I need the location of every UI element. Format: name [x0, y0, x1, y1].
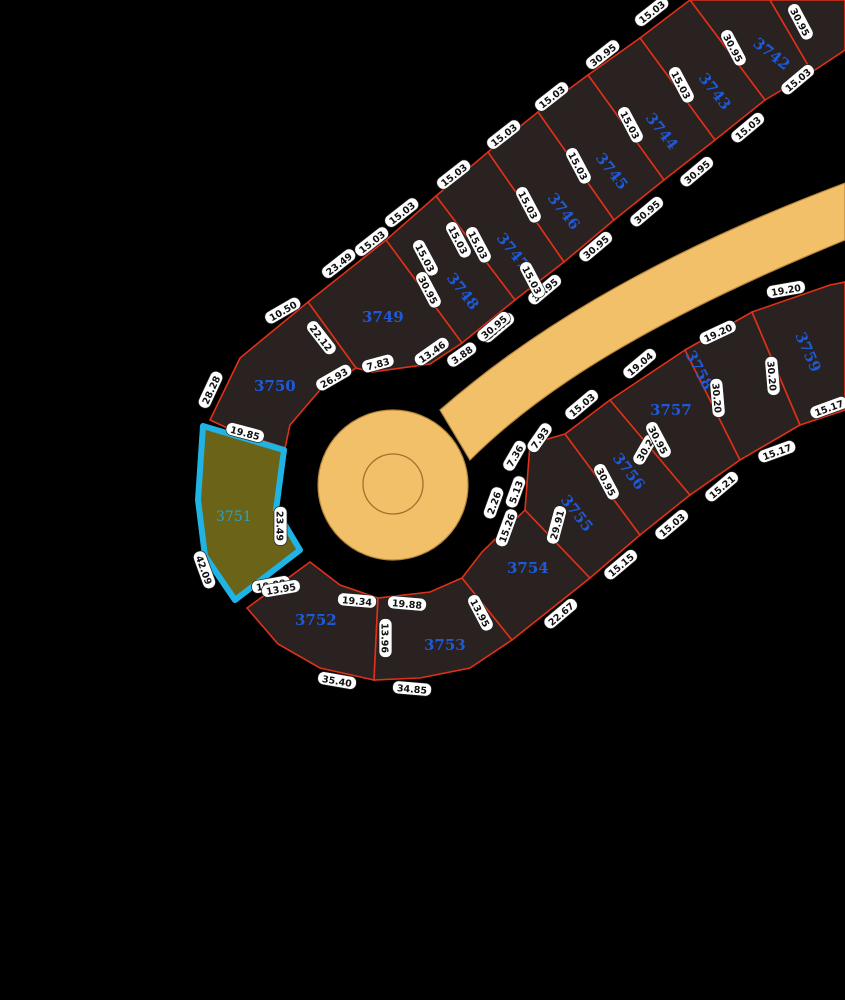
dimension-label-bg: [465, 226, 492, 264]
dimension-label-bg: [645, 421, 672, 459]
dimension-label-bg: [593, 463, 620, 501]
dimension-label-bg: [629, 196, 664, 228]
dimension-label-bg: [354, 226, 389, 257]
dimension-label-bg: [193, 550, 216, 590]
dimension-label-bg: [261, 579, 301, 598]
dimension-label-bg: [198, 370, 224, 409]
dimension-label: 30.20: [764, 356, 781, 396]
dimension-value: 35.40: [321, 674, 353, 690]
dimension-label-bg: [502, 440, 527, 472]
dimension-label-bg: [378, 618, 393, 658]
dimension-value: 34.85: [396, 683, 427, 697]
dimension-label-bg: [617, 106, 644, 144]
dimension-label-bg: [321, 248, 356, 279]
dimension-label-bg: [787, 3, 814, 41]
dimension-label: 30.20: [709, 378, 726, 418]
dimension-label: 19.20: [766, 280, 806, 299]
dimension-label-bg: [704, 471, 739, 503]
dimension-label-bg: [709, 378, 726, 418]
dimension-label: 23.49: [273, 506, 288, 546]
dimension-value: 19.20: [770, 283, 802, 299]
dimension-label-bg: [414, 337, 450, 367]
dimension-label-bg: [436, 159, 471, 190]
dimension-label-bg: [505, 475, 526, 509]
lot-label: 3750: [254, 377, 296, 395]
lot-label: 3752: [295, 611, 337, 629]
dimension-label-bg: [634, 0, 669, 27]
dimension-label-bg: [585, 39, 620, 70]
dimension-label-bg: [412, 239, 439, 277]
dimension-value: 23.49: [274, 511, 285, 541]
dimension-label-bg: [415, 271, 442, 309]
dimension-value: 30.20: [764, 361, 778, 392]
lot-label-selected: 3751: [216, 509, 252, 525]
dimension-label: 19.88: [387, 595, 427, 612]
dimension-label-bg: [317, 671, 357, 690]
dimension-label-bg: [565, 147, 592, 185]
dimension-label: 13.95: [261, 579, 301, 598]
dimension-label-bg: [264, 297, 302, 325]
dimension-label: 13.96: [378, 618, 393, 658]
dimension-label-bg: [622, 348, 657, 380]
lot-3759[interactable]: [750, 281, 845, 426]
dimension-label-bg: [387, 595, 427, 612]
dimension-label: 35.40: [317, 671, 357, 690]
dimension-label-bg: [578, 231, 613, 263]
dimension-labels: 15.0330.9515.0330.9515.0315.0330.9515.03…: [193, 0, 845, 697]
dimension-label-bg: [361, 353, 395, 374]
lot-label: 3753: [424, 636, 466, 654]
dimension-label-bg: [766, 280, 806, 299]
road: [317, 182, 845, 561]
dimension-label-bg: [337, 592, 377, 609]
lot-3751[interactable]: [195, 423, 303, 603]
dimension-label: 34.85: [392, 680, 432, 697]
cul-de-sac-island: [362, 453, 424, 515]
dimension-label-bg: [543, 598, 578, 630]
dimension-label-bg: [515, 186, 542, 224]
dimension-label-bg: [654, 509, 689, 541]
dimension-label-bg: [534, 81, 569, 112]
dimension-label-bg: [720, 29, 747, 67]
dimension-label-bg: [603, 549, 638, 581]
dimension-label-bg: [668, 66, 695, 104]
dimension-label-bg: [809, 396, 845, 419]
dimension-label-bg: [757, 440, 797, 463]
dimension-label-bg: [730, 112, 765, 144]
dimension-value: 19.88: [391, 598, 422, 612]
dimension-value: 13.96: [379, 623, 390, 653]
dimension-value: 30.20: [709, 383, 723, 414]
dimension-label-bg: [483, 486, 504, 520]
dimension-label-bg: [476, 311, 511, 343]
dimension-label-bg: [486, 119, 521, 150]
dimension-label-bg: [564, 389, 599, 421]
dimension-label-bg: [679, 156, 714, 188]
dimension-label-bg: [495, 508, 518, 548]
dimension-label-bg: [392, 680, 432, 697]
dimension-label-bg: [780, 64, 815, 96]
lot-label: 3754: [507, 559, 549, 577]
lot-label: 3757: [650, 401, 692, 419]
dimension-label-bg: [546, 505, 567, 545]
dimension-label-bg: [315, 364, 353, 392]
dimension-label-bg: [225, 422, 265, 443]
dimension-value: 19.34: [341, 595, 372, 609]
dimension-label-bg: [384, 197, 419, 228]
dimension-label-bg: [446, 341, 477, 368]
dimension-label-bg: [519, 261, 546, 299]
dimension-label-bg: [445, 221, 472, 259]
dimension-label-bg: [526, 422, 553, 453]
dimension-label: 19.34: [337, 592, 377, 609]
dimension-label-bg: [467, 594, 494, 632]
dimension-label-bg: [273, 506, 288, 546]
lot-label: 3749: [362, 308, 404, 326]
dimension-label-bg: [306, 320, 337, 355]
dimension-label-bg: [764, 356, 781, 396]
dimension-value: 13.95: [265, 582, 297, 598]
dimension-label-bg: [698, 320, 737, 346]
